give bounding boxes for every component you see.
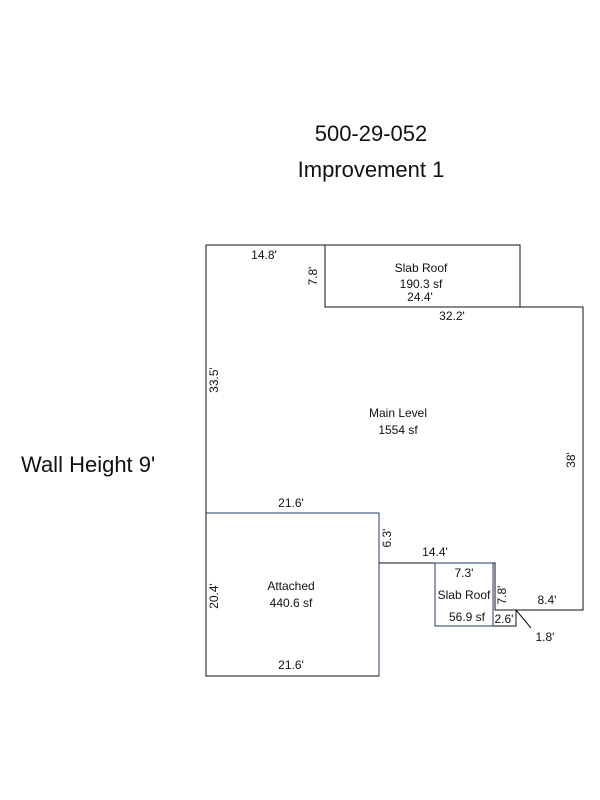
parcel-id: 500-29-052: [314, 121, 428, 146]
dim-attached-bottom: 21.6': [278, 658, 304, 672]
dim-left-upper: 33.5': [207, 367, 221, 393]
dim-step-height: 6.3': [380, 529, 394, 548]
slab-roof-bottom-label: Slab Roof: [438, 588, 491, 602]
dim-step-width: 14.4': [422, 545, 448, 559]
improvement-title: Improvement 1: [297, 157, 445, 182]
dim-top-left: 14.8': [251, 248, 277, 262]
dim-slab-top-bottom: 24.4': [407, 290, 433, 304]
wall-height-label: Wall Height 9': [21, 452, 156, 477]
dim-diagonal: 1.8': [536, 630, 555, 644]
dim-slab-small-height: 7.8': [495, 586, 509, 605]
notch-outline: [493, 610, 517, 627]
slab-roof-top-area: 190.3 sf: [400, 277, 443, 291]
dim-attached-top: 21.6': [278, 496, 304, 510]
dim-small-notch: 2.6': [495, 612, 514, 626]
dim-main-top-right: 32.2': [439, 309, 465, 323]
attached-outline: [205, 513, 380, 677]
dim-slab-small-width: 7.3': [455, 566, 474, 580]
main-level-outline: [205, 244, 584, 629]
dim-right-bottom: 8.4': [538, 593, 557, 607]
dim-right-side: 38': [564, 452, 578, 468]
main-level-area: 1554 sf: [378, 423, 418, 437]
attached-label: Attached: [267, 579, 314, 593]
slab-roof-top-outline: [324, 244, 521, 308]
attached-outline-top: [206, 512, 380, 563]
main-level-label: Main Level: [369, 406, 427, 420]
slab-roof-bottom-outline: [434, 562, 494, 627]
slab-roof-top-label: Slab Roof: [395, 261, 448, 275]
dim-slab-top-height: 7.8': [306, 267, 320, 286]
slab-roof-bottom-area: 56.9 sf: [449, 610, 486, 624]
dim-attached-left: 20.4': [207, 583, 221, 609]
attached-area: 440.6 sf: [270, 596, 313, 610]
